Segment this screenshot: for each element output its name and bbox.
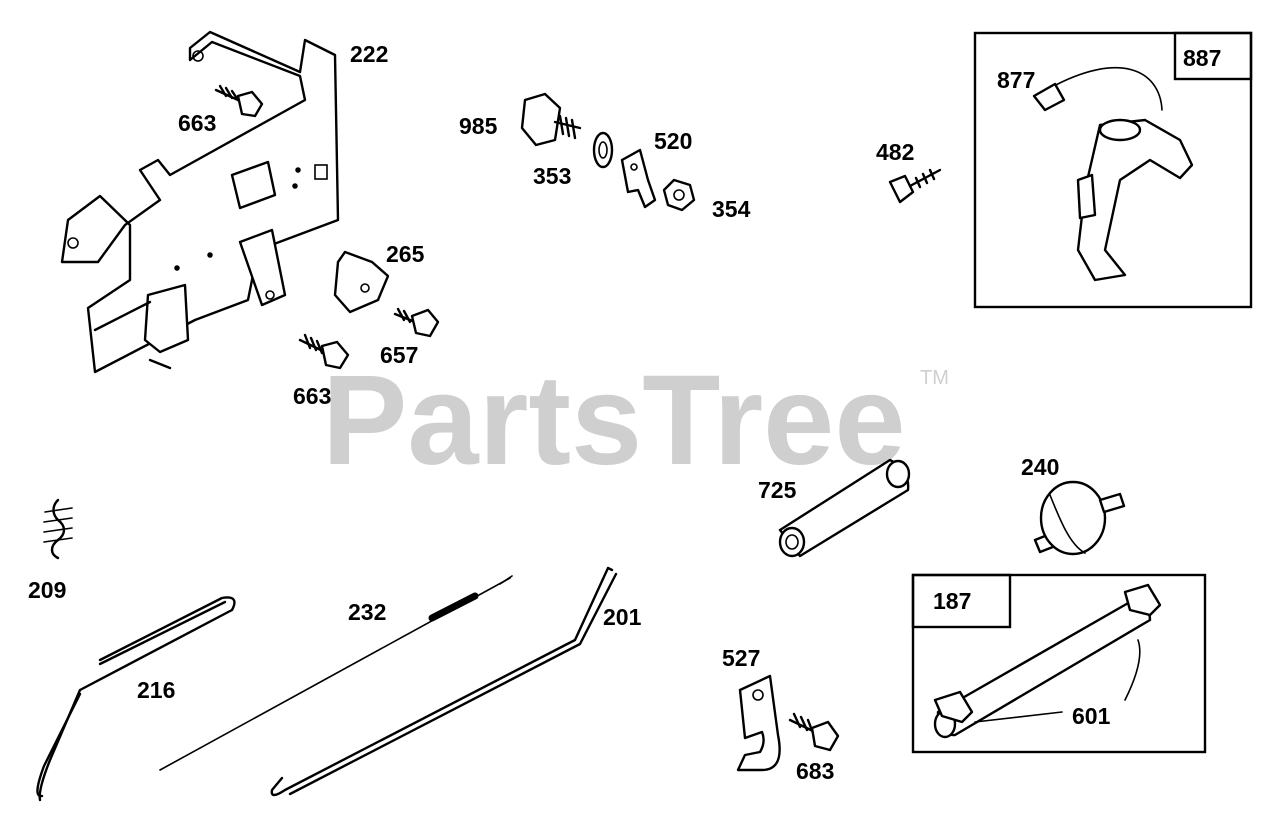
part-labels: 222 663 985 353 520 354 482 877 887 265 … bbox=[28, 41, 1221, 784]
part-222-control-bracket bbox=[60, 30, 340, 374]
label-877: 877 bbox=[997, 67, 1035, 93]
label-265: 265 bbox=[386, 241, 425, 267]
part-187-fuel-line-box bbox=[911, 573, 1207, 754]
part-527-clamp bbox=[736, 674, 781, 772]
label-187: 187 bbox=[933, 588, 971, 614]
label-527: 527 bbox=[722, 645, 760, 671]
part-520-terminal bbox=[620, 148, 657, 209]
label-683: 683 bbox=[796, 758, 834, 784]
part-663-screw-top bbox=[214, 84, 264, 118]
label-887: 887 bbox=[1183, 45, 1221, 71]
part-657-screw bbox=[393, 307, 440, 338]
label-232: 232 bbox=[348, 599, 386, 625]
watermark-text: PartsTree bbox=[322, 349, 906, 492]
label-985: 985 bbox=[459, 113, 498, 139]
part-353-lock-washer bbox=[592, 131, 614, 169]
label-354: 354 bbox=[712, 196, 751, 222]
part-683-screw bbox=[788, 712, 840, 752]
label-601: 601 bbox=[1072, 703, 1111, 729]
part-725-tube bbox=[778, 458, 911, 558]
label-657: 657 bbox=[380, 342, 418, 368]
part-216-wire-link bbox=[36, 596, 236, 802]
part-354-nut bbox=[662, 178, 696, 212]
part-663-screw-bottom bbox=[298, 333, 350, 370]
part-985-switch bbox=[520, 92, 582, 147]
watermark-trademark: TM bbox=[920, 367, 949, 389]
label-240: 240 bbox=[1021, 454, 1059, 480]
label-663-top: 663 bbox=[178, 110, 216, 136]
label-201: 201 bbox=[603, 604, 642, 630]
label-222: 222 bbox=[350, 41, 388, 67]
label-725: 725 bbox=[758, 477, 797, 503]
label-663-bottom: 663 bbox=[293, 383, 331, 409]
part-887-ignition-assembly-box bbox=[973, 31, 1253, 309]
label-482: 482 bbox=[876, 139, 914, 165]
label-216: 216 bbox=[137, 677, 175, 703]
part-209-spring bbox=[43, 498, 73, 560]
label-209: 209 bbox=[28, 577, 66, 603]
part-482-screw bbox=[888, 168, 942, 204]
part-265-clip bbox=[333, 250, 390, 314]
part-201-throttle-link bbox=[270, 566, 618, 797]
label-520: 520 bbox=[654, 128, 692, 154]
part-232-governor-link bbox=[159, 575, 513, 771]
part-240-fuel-filter bbox=[1033, 480, 1126, 556]
label-353: 353 bbox=[533, 163, 571, 189]
